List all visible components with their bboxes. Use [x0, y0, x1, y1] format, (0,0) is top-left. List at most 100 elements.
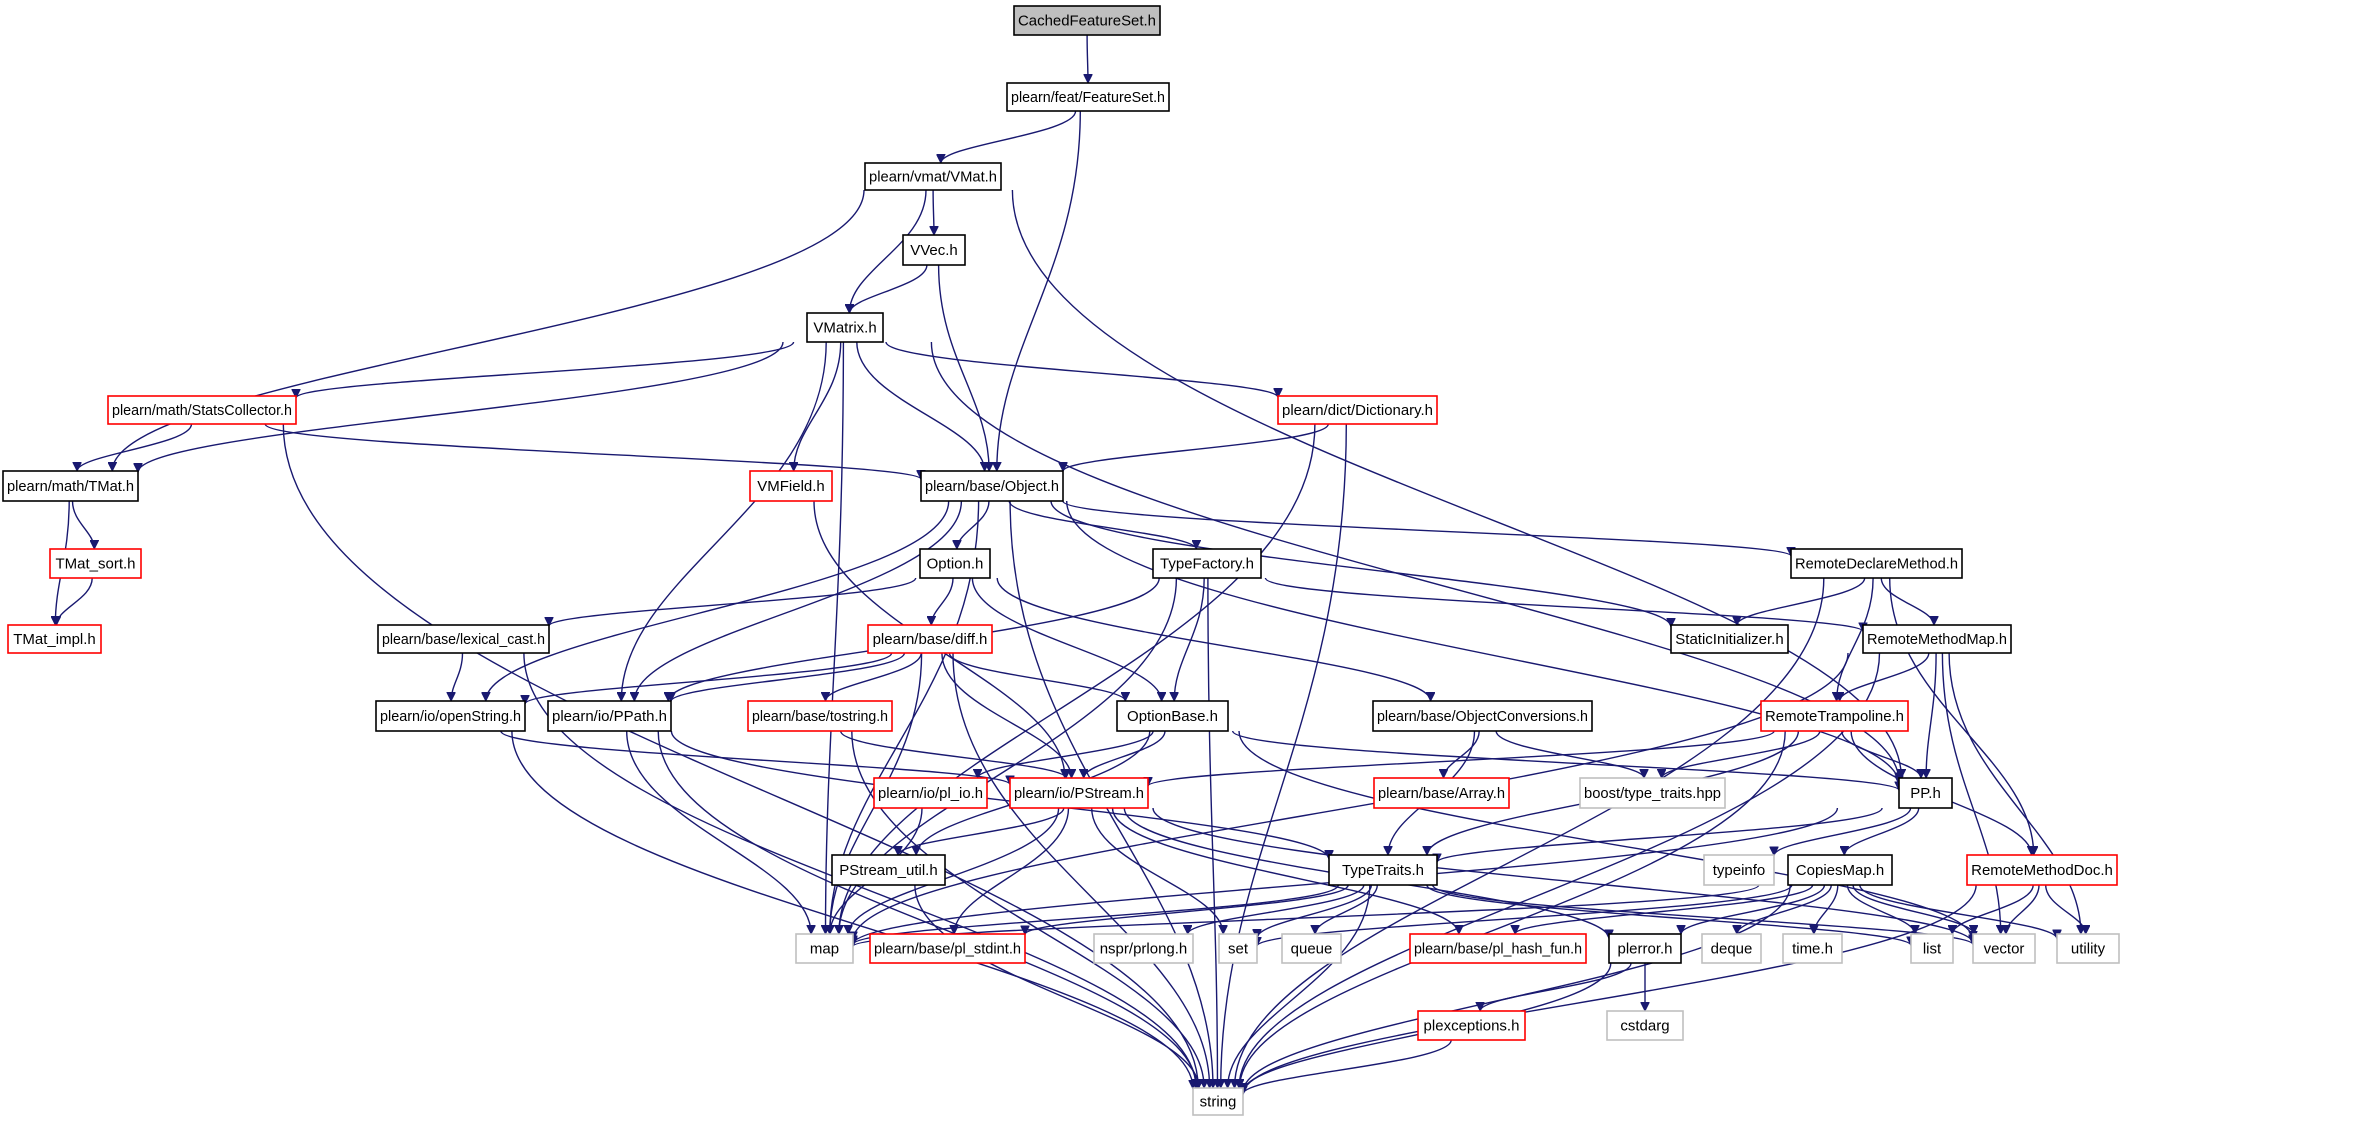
node-objconv[interactable]: plearn/base/ObjectConversions.h: [1372, 700, 1593, 732]
edge-diff-to-ppath: [671, 652, 906, 702]
node-tmatsort[interactable]: TMat_sort.h: [49, 548, 142, 579]
node-label: set: [1228, 941, 1249, 958]
edge-optionbase-to-pstream: [1084, 730, 1166, 779]
edge-remotedeclare-to-staticinit: [1737, 577, 1866, 626]
node-tmatimpl[interactable]: TMat_impl.h: [7, 624, 102, 654]
node-remotemethodmap[interactable]: RemoteMethodMap.h: [1862, 624, 2012, 654]
node-array[interactable]: plearn/base/Array.h: [1373, 777, 1510, 809]
node-optionbase[interactable]: OptionBase.h: [1116, 700, 1229, 732]
edge-pstream-to-map: [848, 807, 1060, 935]
node-boosttt: boost/type_traits.hpp: [1579, 777, 1726, 809]
node-remotetrampoline[interactable]: RemoteTrampoline.h: [1760, 700, 1909, 732]
node-label: string: [1200, 1094, 1237, 1111]
edge-tostring-to-string: [851, 730, 1204, 1088]
edge-typefactory-to-remotemethodmap: [1264, 577, 1863, 632]
node-tmat[interactable]: plearn/math/TMat.h: [2, 470, 139, 502]
node-lexicalcast[interactable]: plearn/base/lexical_cast.h: [377, 624, 550, 654]
node-option[interactable]: Option.h: [919, 548, 991, 579]
node-featureset[interactable]: plearn/feat/FeatureSet.h: [1006, 82, 1170, 112]
edge-object-to-ppath: [634, 500, 963, 701]
node-box: [1009, 777, 1149, 809]
node-queue: queue: [1281, 933, 1342, 964]
node-statscollector[interactable]: plearn/math/StatsCollector.h: [107, 395, 297, 425]
node-dictionary[interactable]: plearn/dict/Dictionary.h: [1277, 395, 1438, 425]
node-remotedeclare[interactable]: RemoteDeclareMethod.h: [1790, 548, 1963, 579]
node-typefactory[interactable]: TypeFactory.h: [1152, 548, 1262, 579]
node-box: [1006, 82, 1170, 112]
edge-remotemethoddoc-to-string: [1243, 884, 1977, 1095]
edge-vmat-to-vvec: [933, 189, 934, 235]
node-label: RemoteDeclareMethod.h: [1795, 556, 1958, 573]
edge-vmatrix-to-tmat: [138, 341, 784, 473]
node-label: plerror.h: [1617, 941, 1672, 958]
node-remotemethoddoc[interactable]: RemoteMethodDoc.h: [1966, 854, 2118, 886]
node-pstreamutil[interactable]: PStream_util.h: [831, 854, 946, 886]
node-box: [749, 470, 833, 502]
node-box: [920, 470, 1064, 502]
node-vmatrix[interactable]: VMatrix.h: [806, 312, 884, 343]
node-box: [1281, 933, 1342, 964]
node-openstring[interactable]: plearn/io/openString.h: [375, 700, 526, 732]
node-plio[interactable]: plearn/io/pl_io.h: [873, 777, 988, 809]
node-pstream[interactable]: plearn/io/PStream.h: [1009, 777, 1149, 809]
edges-layer: [55, 34, 2085, 1095]
node-box: [831, 854, 946, 886]
node-label: VMField.h: [757, 478, 825, 495]
edge-ppath-to-map: [626, 730, 811, 934]
node-box: [1966, 854, 2118, 886]
node-label: boost/type_traits.hpp: [1584, 785, 1721, 802]
node-vvec[interactable]: VVec.h: [902, 234, 966, 266]
node-tostring[interactable]: plearn/base/tostring.h: [747, 700, 893, 732]
node-label: list: [1923, 941, 1942, 958]
edge-typefactory-to-optionbase: [1174, 577, 1205, 701]
node-label: plearn/dict/Dictionary.h: [1282, 402, 1433, 419]
edge-vmatrix-to-map: [826, 341, 845, 934]
edge-statscollector-to-tmat: [77, 423, 193, 472]
node-plhashfun[interactable]: plearn/base/pl_hash_fun.h: [1409, 933, 1587, 964]
node-label: Option.h: [927, 556, 984, 573]
edge-lexicalcast-to-string: [523, 652, 1196, 1088]
node-diff[interactable]: plearn/base/diff.h: [867, 624, 993, 654]
edge-featureset-to-object: [997, 110, 1081, 471]
node-box: [7, 624, 102, 654]
node-label: StaticInitializer.h: [1675, 631, 1783, 648]
node-label: OptionBase.h: [1127, 708, 1218, 725]
node-plerror[interactable]: plerror.h: [1608, 933, 1682, 964]
edge-remotedeclare-to-remotemethoddoc: [1889, 577, 2034, 855]
node-box: [1116, 700, 1229, 732]
node-label: plearn/base/ObjectConversions.h: [1377, 708, 1588, 725]
edge-copiesmap-to-plerror: [1681, 884, 1826, 935]
node-map: map: [795, 933, 854, 964]
node-box: [806, 312, 884, 343]
node-deque: deque: [1701, 933, 1762, 964]
node-box: [2056, 933, 2120, 964]
node-cached[interactable]: CachedFeatureSet.h: [1013, 5, 1161, 36]
node-pp[interactable]: PP.h: [1898, 777, 1953, 809]
edge-lexicalcast-to-openstring: [451, 652, 464, 702]
node-box: [1409, 933, 1587, 964]
node-box: [1703, 854, 1775, 886]
edge-copiesmap-to-string: [1243, 884, 1791, 1092]
node-staticinit[interactable]: StaticInitializer.h: [1670, 624, 1789, 654]
node-ppath[interactable]: plearn/io/PPath.h: [547, 700, 672, 732]
edge-vmatrix-to-vmfield: [794, 341, 842, 471]
edge-typetraits-to-prlong: [1188, 884, 1365, 935]
edge-option-to-optionbase: [971, 577, 1161, 702]
node-plstdint[interactable]: plearn/base/pl_stdint.h: [869, 933, 1026, 964]
node-box: [1701, 933, 1762, 964]
edge-object-to-option: [957, 500, 990, 550]
node-vmfield[interactable]: VMField.h: [749, 470, 833, 502]
node-label: nspr/prlong.h: [1100, 941, 1188, 958]
edge-featureset-to-vmat: [941, 110, 1077, 164]
node-label: TypeTraits.h: [1342, 862, 1424, 879]
edge-option-to-lexicalcast: [549, 577, 917, 627]
node-object[interactable]: plearn/base/Object.h: [920, 470, 1064, 502]
node-plexceptions[interactable]: plexceptions.h: [1417, 1010, 1526, 1041]
node-copiesmap[interactable]: CopiesMap.h: [1787, 854, 1893, 886]
node-vmat[interactable]: plearn/vmat/VMat.h: [864, 162, 1002, 191]
edge-vmat-to-vmatrix: [849, 189, 927, 313]
edge-copiesmap-to-plhashfun: [1515, 884, 1814, 935]
edge-dictionary-to-object: [1063, 423, 1329, 472]
node-typetraits[interactable]: TypeTraits.h: [1328, 854, 1438, 886]
